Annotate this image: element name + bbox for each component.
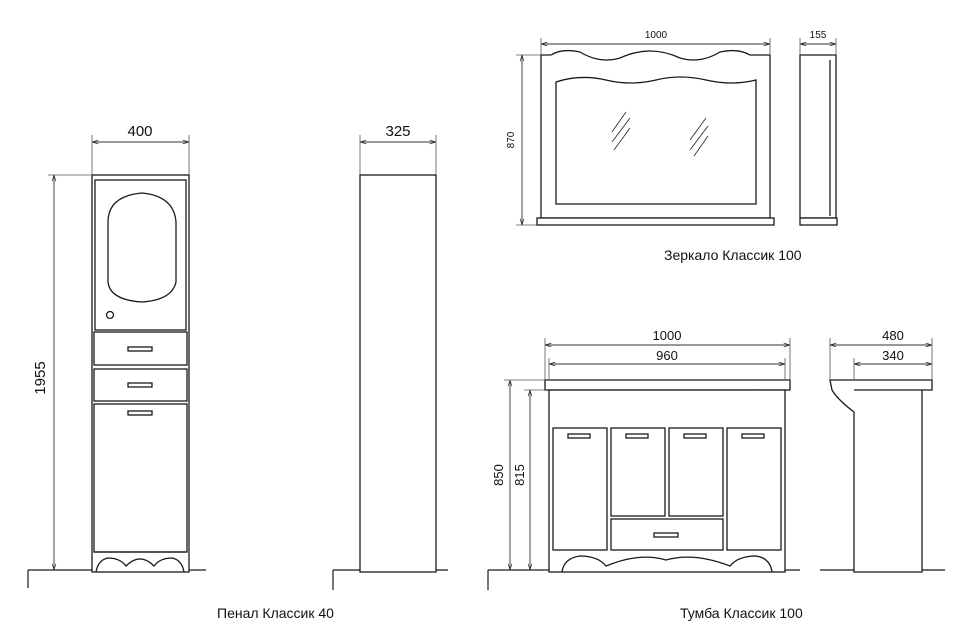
penal-side-body	[359, 174, 437, 573]
penal-drawer-1	[93, 331, 188, 366]
penal-width-dimension: 400	[91, 123, 190, 175]
penal-height-label: 1955	[32, 361, 49, 394]
penal-depth-label: 325	[385, 123, 410, 140]
penal-drawer-1-handle	[127, 346, 153, 352]
mirror-shelf	[536, 217, 775, 226]
mirror-height-label: 870	[506, 131, 517, 148]
mirror-height-dimension: 870	[506, 54, 541, 226]
mirror-glass	[555, 76, 757, 205]
tumba-height-body-label: 815	[512, 464, 527, 486]
tumba-width-outer-label: 1000	[653, 328, 682, 343]
mirror-depth-label: 155	[810, 30, 827, 41]
mirror-width-dimension: 1000	[540, 30, 771, 55]
tumba-width-inner-label: 960	[656, 348, 678, 363]
tumba-door-1	[552, 427, 608, 551]
penal-front-view	[27, 174, 206, 588]
mirror-side-shelf	[799, 217, 838, 226]
tumba-door-1-handle	[567, 433, 591, 439]
tumba-door-4-handle	[741, 433, 765, 439]
penal-floor-line	[27, 569, 206, 588]
tumba-width-outer-dimension: 1000	[544, 328, 791, 380]
tumba-drawer	[610, 518, 724, 551]
tumba-side-body	[829, 379, 933, 573]
mirror-caption: Зеркало Классик 100	[664, 247, 802, 263]
penal-lower-door-handle	[127, 410, 153, 416]
tumba-door-3-handle	[683, 433, 707, 439]
tumba-width-inner-dimension: 960	[548, 348, 786, 380]
penal-height-dimension: 1955	[32, 174, 92, 570]
tumba-plinth	[561, 555, 773, 573]
mirror-glare-2	[689, 117, 709, 157]
penal-drawer-2	[93, 368, 188, 402]
mirror-front-view	[536, 49, 775, 226]
tumba-drawer-handle	[653, 532, 679, 538]
penal-upper-door	[94, 179, 187, 331]
mirror-side-view: 155	[799, 30, 838, 226]
mirror-frame	[540, 49, 771, 219]
tumba-height-total-dimension: 850	[491, 379, 545, 570]
penal-plinth	[94, 551, 187, 573]
tumba-door-3	[668, 427, 724, 517]
penal-body	[91, 174, 190, 573]
tumba-height-total-label: 850	[491, 464, 506, 486]
penal-caption: Пенал Классик 40	[217, 605, 334, 621]
tumba-side-view: 480 340	[820, 328, 945, 573]
tumba-floor-line	[487, 569, 800, 590]
tumba-door-2-handle	[625, 433, 649, 439]
tumba-countertop	[544, 379, 791, 391]
penal-arched-mirror	[107, 192, 177, 303]
penal-side-floor-line	[332, 569, 448, 590]
penal-door-knob	[105, 310, 115, 320]
penal-width-label: 400	[127, 123, 152, 140]
tumba-door-2	[610, 427, 666, 517]
tumba-door-4	[726, 427, 782, 551]
penal-drawer-2-handle	[127, 382, 153, 388]
penal-side-view: 325	[332, 123, 448, 590]
mirror-width-label: 1000	[645, 30, 668, 41]
tumba-body	[548, 389, 786, 573]
mirror-glare-1	[611, 111, 631, 151]
tumba-height-body-dimension: 815	[512, 389, 545, 570]
tumba-caption: Тумба Классик 100	[680, 605, 803, 621]
tumba-depth-inner-label: 340	[882, 348, 904, 363]
tumba-front-view	[487, 379, 800, 590]
tumba-depth-outer-label: 480	[882, 328, 904, 343]
